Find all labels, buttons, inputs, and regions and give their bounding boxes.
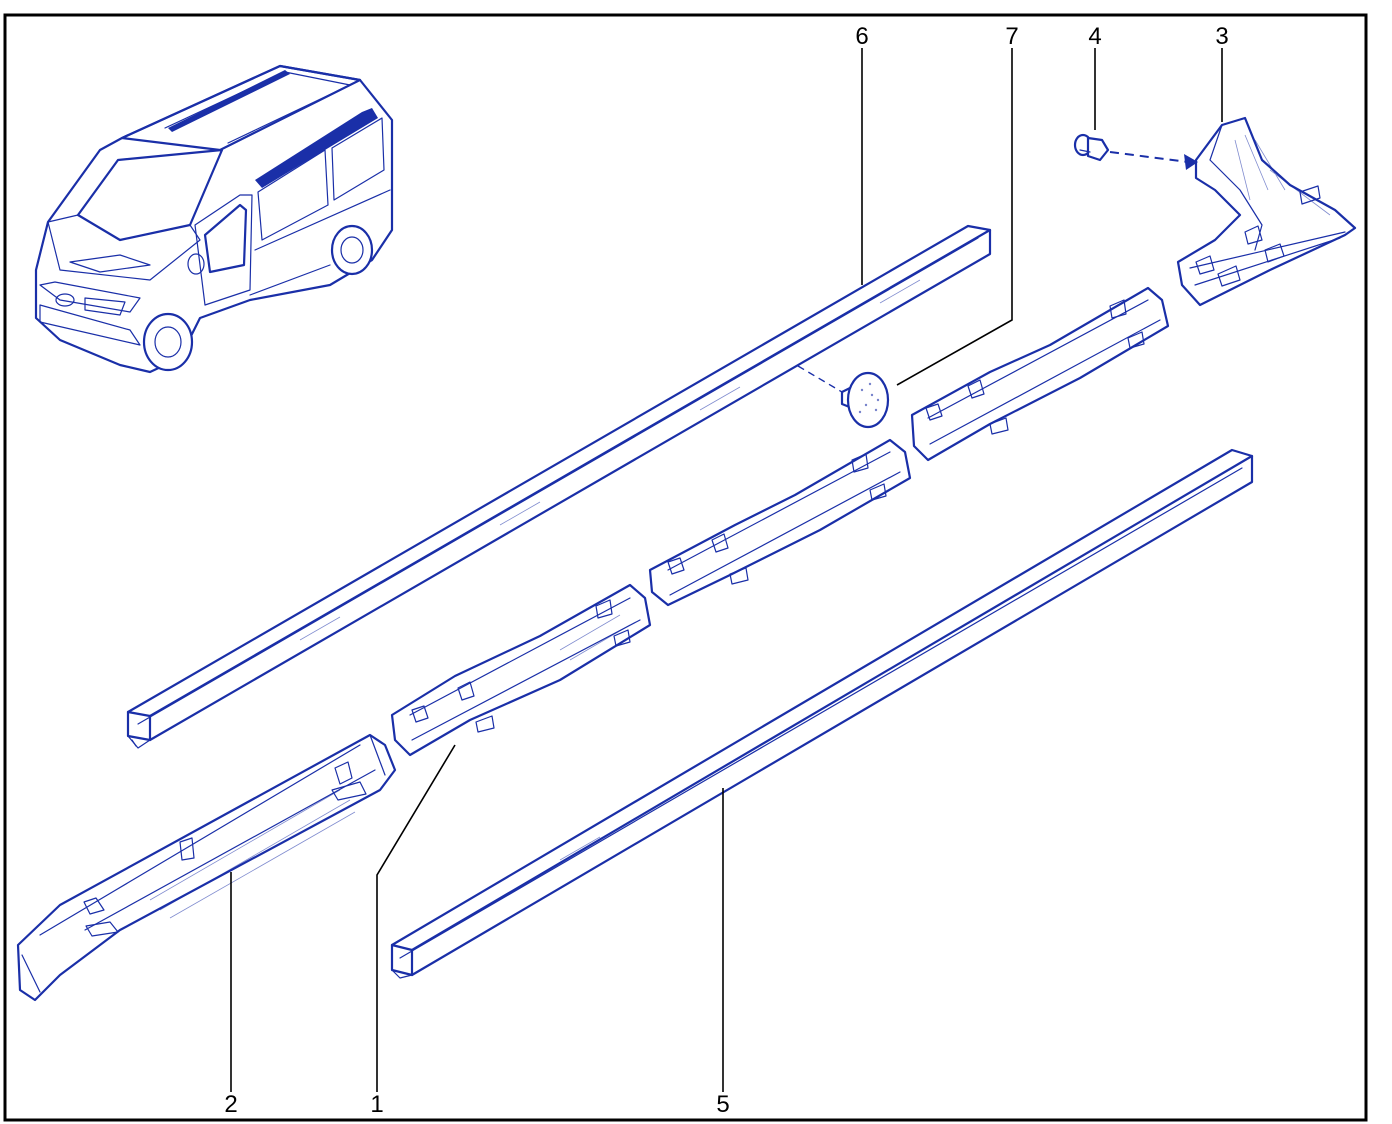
part-6-upper-rail: [126, 224, 992, 749]
fastener-7-fitting-line: [797, 365, 843, 393]
callout-4: 4: [1088, 23, 1101, 50]
callout-7: 7: [1005, 23, 1018, 50]
part-3-rear-trim: [1176, 116, 1357, 307]
part-5-lower-rail: [390, 448, 1254, 979]
part-4-clip: [1073, 133, 1110, 162]
callout-1: 1: [370, 1091, 383, 1118]
leader-lines: [230, 48, 1223, 1092]
callout-2: 2: [224, 1091, 237, 1118]
part-1-trim-segment-a: [390, 583, 652, 757]
callout-5: 5: [716, 1091, 729, 1118]
clip-4-fitting-line: [1109, 151, 1189, 163]
leader-1: [376, 744, 456, 1092]
part-2-front-trim: [16, 733, 397, 1002]
part-1-trim-segment-b: [648, 438, 912, 607]
part-1-trim-segment-c: [910, 286, 1170, 462]
van-illustration: [34, 64, 394, 374]
callout-3: 3: [1215, 23, 1228, 50]
leader-7: [896, 48, 1013, 386]
callout-6: 6: [855, 23, 868, 50]
clip-4-fitting-arrow: [1184, 154, 1198, 170]
diagram-frame: [3, 13, 1368, 1122]
part-7-push-fastener: [840, 371, 890, 429]
